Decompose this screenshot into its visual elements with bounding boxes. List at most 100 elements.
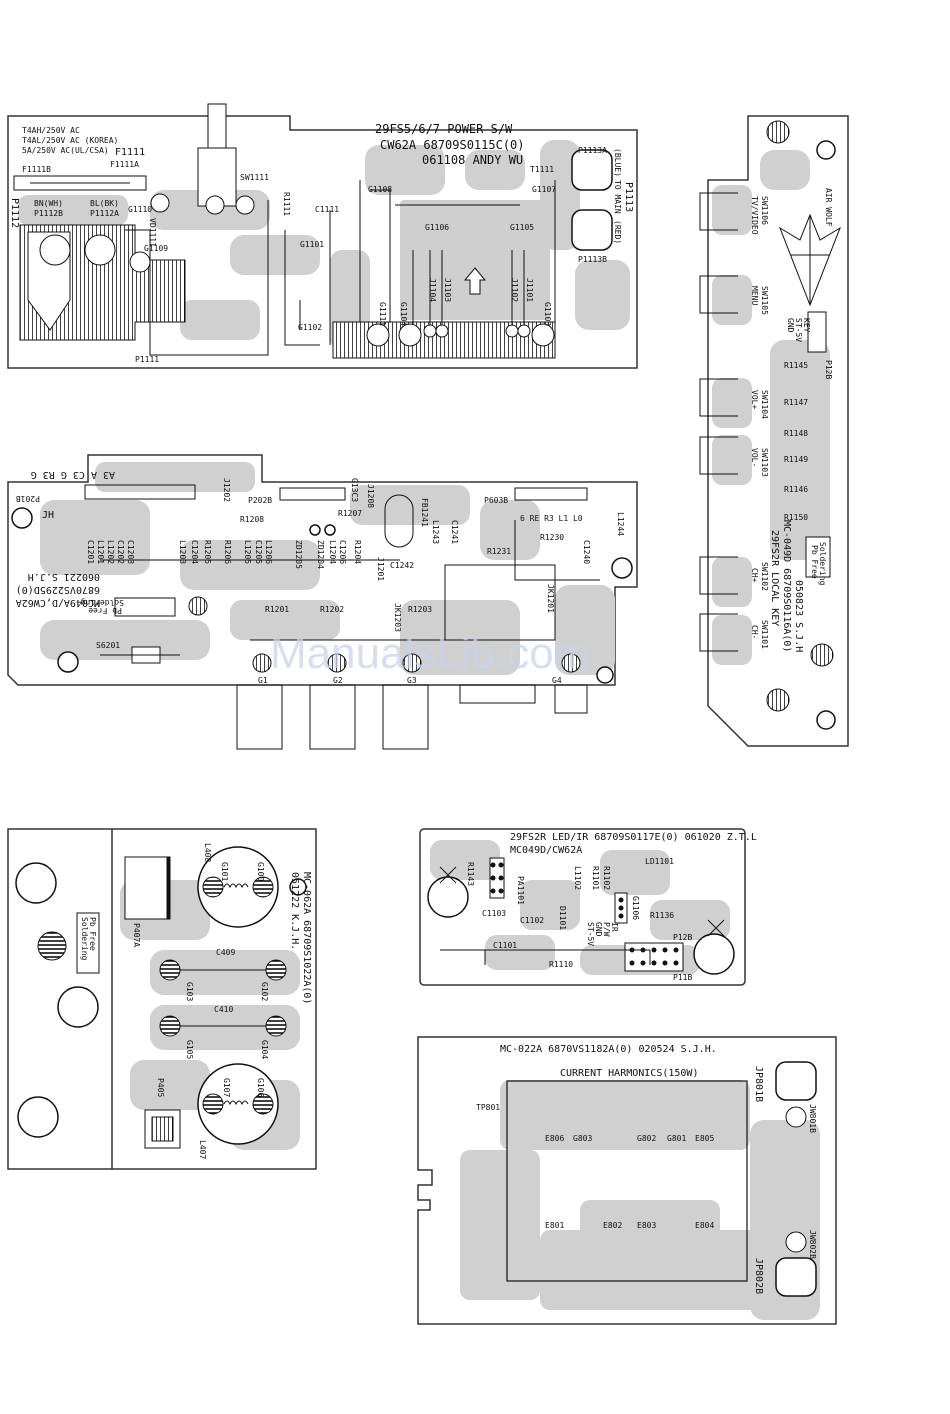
sw1111-label: SW1111 <box>240 173 269 182</box>
l1244-label: L1244 <box>616 512 625 536</box>
p1113b-label: P1113B <box>578 255 607 264</box>
c1202-label: C1202 <box>116 540 125 564</box>
local-key-soldering: Soldering <box>818 542 827 586</box>
jk1203-label: JK1203 <box>393 603 402 632</box>
av-control-board: Pb Free Soldering MC049A/D,CW62A 6870VS2… <box>7 454 638 750</box>
g1107-label: G1107 <box>532 185 556 194</box>
power-board-code: CW62A 68709S0115C(0) <box>380 138 525 152</box>
g2-label: G2 <box>333 676 343 685</box>
g1105-label: G1105 <box>510 223 534 232</box>
g1109-label: G1109 <box>144 244 168 253</box>
l1201-label: L1201 <box>96 540 105 564</box>
g1106-label: G1106 <box>425 223 449 232</box>
c1242-label: C1242 <box>390 561 414 570</box>
g1104-label: G1104 <box>399 302 408 326</box>
key-ch-up-name: CH+ <box>750 568 759 583</box>
jk1201-label: JK1201 <box>546 584 555 613</box>
g1106-led-label: G1106 <box>631 896 640 920</box>
coil-soldering: Soldering <box>80 917 89 961</box>
c1201-label: C1201 <box>86 540 95 564</box>
watermark: ManualsLib.com <box>270 629 590 678</box>
r1136-label: R1136 <box>650 911 674 920</box>
tp801-label: TP801 <box>476 1103 500 1112</box>
bn-label: BN(WH) <box>34 199 63 208</box>
pb-free-label: Pb Free <box>88 606 122 615</box>
c1102-label: C1102 <box>520 916 544 925</box>
l1204-label: L1204 <box>328 540 337 564</box>
p202b-label: P202B <box>248 496 272 505</box>
g1103-label: G1103 <box>543 302 552 326</box>
r1102-label: R1102 <box>602 866 611 890</box>
g102-label: G102 <box>260 982 269 1001</box>
key-tv-video-ref: SW1106 <box>760 196 769 225</box>
red-label: (RED) <box>613 220 622 244</box>
connector-pins-a: A3 A C3 G R3 G <box>31 469 115 480</box>
jw802b-label: JW802B <box>808 1230 817 1259</box>
j1208-label: J1208 <box>366 484 375 508</box>
g100-label: G100 <box>256 862 265 881</box>
r1110-label: R1110 <box>549 960 573 969</box>
connector-gnd: GND <box>786 318 795 333</box>
r1208-label: R1208 <box>240 515 264 524</box>
j1201-label: J1201 <box>376 557 385 581</box>
local-key-board: TV/VIDEO SW1106 MENU SW1105 VOL+ SW1104 … <box>699 115 849 747</box>
connector-st5v: ST-5V <box>794 318 803 342</box>
f1111a-label: F1111A <box>110 160 139 169</box>
l1102-label: L1102 <box>573 866 582 890</box>
e804-label: E804 <box>695 1221 714 1230</box>
key-ch-down-name: CH- <box>750 625 759 639</box>
r1101-label: R1101 <box>591 866 600 890</box>
r1143-label: R1143 <box>466 862 475 886</box>
airwolf-brand: AIR WOLF <box>824 188 833 227</box>
pb-free-stamp-control: Pb Free Soldering <box>80 596 208 617</box>
c410-label: C410 <box>214 1005 233 1014</box>
l1243-label: L1243 <box>431 520 440 544</box>
key-tv-video-name: TV/VIDEO <box>750 196 759 235</box>
local-key-code: MC-049D 68709S0116A(0) <box>781 520 792 652</box>
control-board-code-a: MC049A/D,CW62A <box>16 597 100 608</box>
r1201-label: R1201 <box>265 605 289 614</box>
r1230-label: R1230 <box>540 533 564 542</box>
r1203-label: R1203 <box>408 605 432 614</box>
l1205-label: L1205 <box>243 540 252 564</box>
p1113-label: P1113 <box>623 182 634 212</box>
jw801b-label: JW801B <box>808 1104 817 1133</box>
l1206-label: L1206 <box>264 540 273 564</box>
c1111-label: C1111 <box>315 205 339 214</box>
r1202-label: R1202 <box>320 605 344 614</box>
t1111-label: T1111 <box>530 165 554 174</box>
p12b-led-label: P12B <box>673 933 692 942</box>
r1146-label: R1146 <box>784 485 808 494</box>
r1231-label: R1231 <box>487 547 511 556</box>
key-ch-down-ref: SW1101 <box>760 620 769 649</box>
st5v-label: ST-5V <box>586 922 595 946</box>
key-vol-down-ref: SW1103 <box>760 448 769 477</box>
fuse-rating-3: 5A/250V AC(UL/CSA) <box>22 146 109 155</box>
s6201-label: S6201 <box>96 641 120 650</box>
coil-board-code: MC-062A 68709S1022A(0) <box>301 872 312 1004</box>
p11b-label: P11B <box>673 973 692 982</box>
r1147-label: R1147 <box>784 398 808 407</box>
j1202-label: J1202 <box>222 478 231 502</box>
airwolf-logo <box>779 213 841 307</box>
pw-label: P/W <box>602 922 611 937</box>
g1111-label: G1111 <box>378 302 387 326</box>
p201b-label: P201B <box>16 494 40 503</box>
r1204-label: R1204 <box>353 540 362 564</box>
c1240-label: C1240 <box>582 540 591 564</box>
g1101-label: G1101 <box>300 240 324 249</box>
j1103-label: J1103 <box>443 278 452 302</box>
g107-label: G107 <box>222 1078 231 1097</box>
c1203-label: C1203 <box>126 540 135 564</box>
r1206-label: R1206 <box>223 540 232 564</box>
l407-label: L407 <box>198 1140 207 1159</box>
pa1101-label: PA1101 <box>516 876 525 905</box>
key-vol-down-name: VOL- <box>750 448 759 467</box>
gnd-label: GND <box>594 922 603 937</box>
g106-label: G106 <box>256 1078 265 1097</box>
key-ch-up-ref: SW1102 <box>760 562 769 591</box>
p407a-label: P407A <box>132 923 141 947</box>
r1148-label: R1148 <box>784 429 808 438</box>
p1113a-label: P1113A <box>578 146 607 155</box>
